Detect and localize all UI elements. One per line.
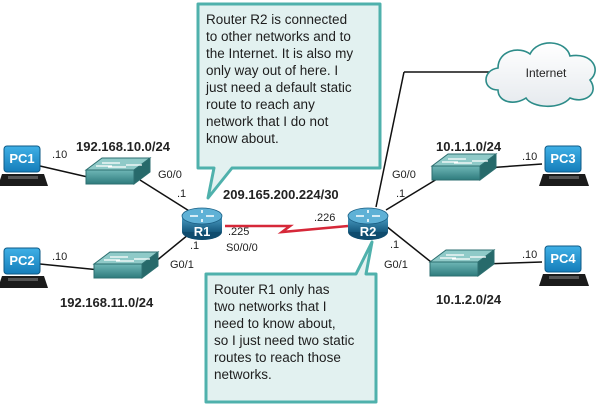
pc3: PC3 — [539, 145, 589, 186]
pc1-host-address: .10 — [52, 149, 67, 161]
switch-icon — [93, 251, 159, 279]
callout-r1-line: two networks that I — [214, 299, 327, 314]
r2-wan-host: .226 — [314, 212, 335, 224]
links — [39, 71, 543, 271]
pc4-host-address: .10 — [522, 249, 537, 261]
callout-r2-line: Router R2 is connected — [206, 12, 347, 27]
callout-r2-line: network that I do not — [206, 114, 329, 129]
router-r2-label: R2 — [360, 224, 377, 239]
router-r2: R2 — [347, 207, 389, 240]
callout-r2-line: know about. — [206, 131, 279, 146]
pc2-host-address: .10 — [52, 251, 67, 263]
pc4-label: PC4 — [550, 251, 576, 266]
pc4: PC4 — [539, 245, 589, 286]
link-r2-switch3 — [385, 175, 443, 211]
pc1: PC1 — [0, 145, 48, 186]
r1-s000-label: S0/0/0 — [226, 242, 258, 254]
switch-icon — [429, 249, 495, 277]
callout-r1-line: routes to reach those — [214, 350, 341, 365]
network-lan4-label: 10.1.2.0/24 — [436, 292, 502, 307]
callout-r1-line: networks. — [214, 367, 272, 382]
router-arrows-icon — [190, 210, 214, 222]
serial-link — [225, 224, 349, 234]
router-r1-label: R1 — [194, 224, 211, 239]
link-pc2-switch — [39, 263, 101, 271]
internet-label: Internet — [526, 66, 567, 80]
internet-cloud-icon: Internet — [485, 42, 596, 108]
callout-r1: Router R1 only has two networks that I n… — [204, 240, 378, 404]
r2-g00-host: .1 — [396, 188, 405, 200]
pc2: PC2 — [0, 247, 48, 288]
router-arrows-icon — [356, 210, 380, 222]
callout-r2-line: only way out of here. I — [206, 63, 338, 78]
link-switch1-r1 — [139, 179, 195, 215]
callout-r1-line: Router R1 only has — [214, 282, 330, 297]
callout-r2-line: to other networks and to — [206, 29, 351, 44]
r2-g01-label: G0/1 — [384, 259, 408, 271]
network-lan2-label: 192.168.11.0/24 — [60, 295, 154, 310]
r2-g00-label: G0/0 — [392, 169, 416, 181]
callout-r2: Router R2 is connected to other networks… — [196, 2, 382, 200]
r1-g01-host: .1 — [190, 240, 199, 252]
r2-g01-host: .1 — [390, 239, 399, 251]
network-wan-label: 209.165.200.224/30 — [223, 187, 339, 202]
callout-r1-line: need to know about, — [214, 316, 336, 331]
r1-g00-host: .1 — [177, 188, 186, 200]
switch-icon — [431, 153, 497, 181]
pc3-label: PC3 — [550, 151, 575, 166]
r1-g01-label: G0/1 — [170, 259, 194, 271]
link-pc1-switch — [39, 165, 93, 179]
callout-r2-line: the Internet. It is also my — [206, 46, 353, 61]
callout-r2-line: route to reach any — [206, 97, 315, 112]
router-r1: R1 — [181, 207, 223, 240]
network-lan1-label: 192.168.10.0/24 — [76, 139, 171, 154]
link-r2-internet — [375, 71, 405, 208]
network-lan3-label: 10.1.1.0/24 — [436, 139, 502, 154]
link-r2-switch4 — [385, 225, 437, 267]
r1-g00-label: G0/0 — [158, 169, 182, 181]
pc3-host-address: .10 — [522, 151, 537, 163]
pc1-label: PC1 — [9, 151, 34, 166]
callout-r2-line: just need a default static — [205, 80, 352, 95]
r1-wan-host: .225 — [228, 226, 249, 238]
pc2-label: PC2 — [9, 253, 34, 268]
callout-r1-line: so I just need two static — [214, 333, 355, 348]
